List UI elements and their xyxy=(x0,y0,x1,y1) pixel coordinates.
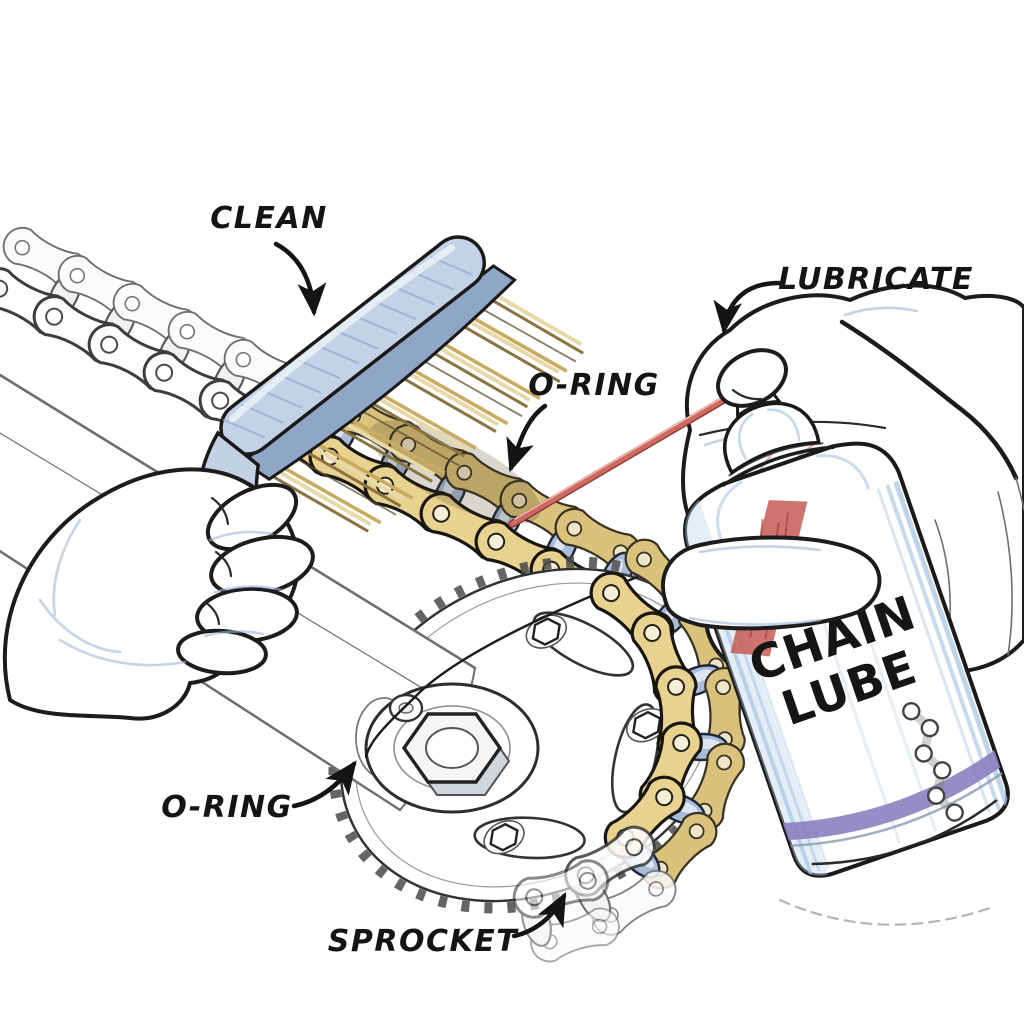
thumb-shading xyxy=(688,545,822,626)
right-hand-contour xyxy=(839,319,1019,481)
bristles-detail xyxy=(282,302,577,516)
brush-block-hatching xyxy=(222,255,473,439)
straw-body xyxy=(509,395,730,527)
oring-axle-arrow xyxy=(291,760,357,809)
spray-straw xyxy=(508,394,731,528)
oring-chain-arrow xyxy=(506,403,548,473)
brush-block-side xyxy=(240,264,517,482)
brush-highlight xyxy=(228,244,456,423)
sprocket-bolt xyxy=(483,819,525,855)
label-clean: CLEAN xyxy=(210,201,327,236)
can-silver-line xyxy=(790,771,1004,848)
axle-nut-face xyxy=(425,727,479,769)
label-sprocket: SPROCKET xyxy=(328,924,519,959)
bristles-mid xyxy=(267,308,568,525)
can-shade-line xyxy=(893,481,1010,808)
sprocket-bolt xyxy=(626,707,668,743)
label-chain-graphic xyxy=(902,702,964,822)
bristle-shadow xyxy=(369,420,541,524)
can-bottom-rim xyxy=(811,799,998,866)
dome-shading xyxy=(737,408,801,460)
left-hand xyxy=(2,467,315,721)
can-shade-line xyxy=(885,484,1001,811)
label-oring-chain: O-RING xyxy=(528,368,660,403)
lubricate-arrow xyxy=(713,280,782,335)
straw-highlight xyxy=(514,395,726,520)
left-hand-shading xyxy=(38,518,283,667)
can-shoulder-ring xyxy=(721,445,835,487)
can-purple-band xyxy=(782,750,1001,841)
left-hand-knuckle-creases xyxy=(203,496,233,626)
can-dome-cap xyxy=(723,401,821,476)
sprocket-arrow xyxy=(511,892,567,939)
ghost-teeth-arc xyxy=(778,898,992,926)
callouts: CLEAN LUBRICATE O-RING O-RING SPROCKET xyxy=(161,201,974,959)
bristles-light xyxy=(261,286,583,527)
can-shade-line xyxy=(876,488,991,813)
label-oring-axle: O-RING xyxy=(161,790,293,825)
axle-hub xyxy=(355,682,540,814)
right-hand-front xyxy=(661,348,882,631)
fingertip-crease xyxy=(731,388,763,401)
bristles-dark xyxy=(257,292,584,533)
thumb xyxy=(661,535,882,631)
label-lubricate: LUBRICATE xyxy=(778,262,974,297)
left-hand-pinky xyxy=(176,628,268,676)
can-shoulder-shading xyxy=(716,454,870,541)
clean-arrow xyxy=(273,241,327,317)
